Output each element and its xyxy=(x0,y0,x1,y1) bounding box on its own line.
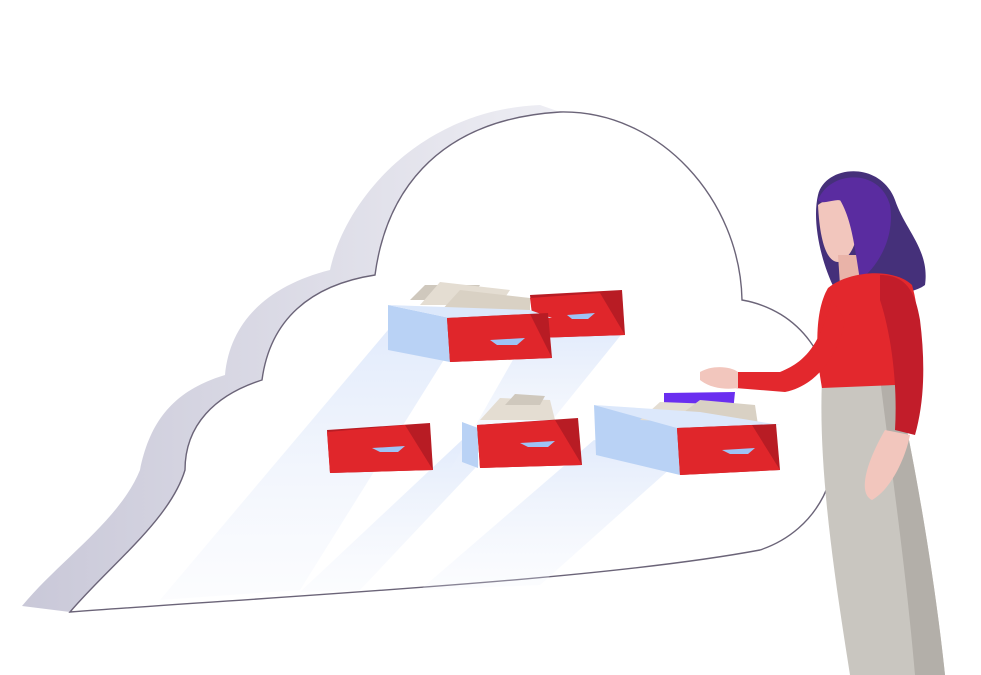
woman-figure xyxy=(700,171,945,675)
drawer-open xyxy=(462,394,582,468)
hand xyxy=(864,430,910,500)
hand xyxy=(700,367,738,389)
drawer xyxy=(530,290,625,338)
cloud-edge xyxy=(22,105,560,612)
cloud xyxy=(68,111,836,613)
arm xyxy=(735,300,845,392)
drawer-open xyxy=(388,282,552,362)
drawer-open xyxy=(594,392,780,475)
drawer xyxy=(327,423,433,473)
